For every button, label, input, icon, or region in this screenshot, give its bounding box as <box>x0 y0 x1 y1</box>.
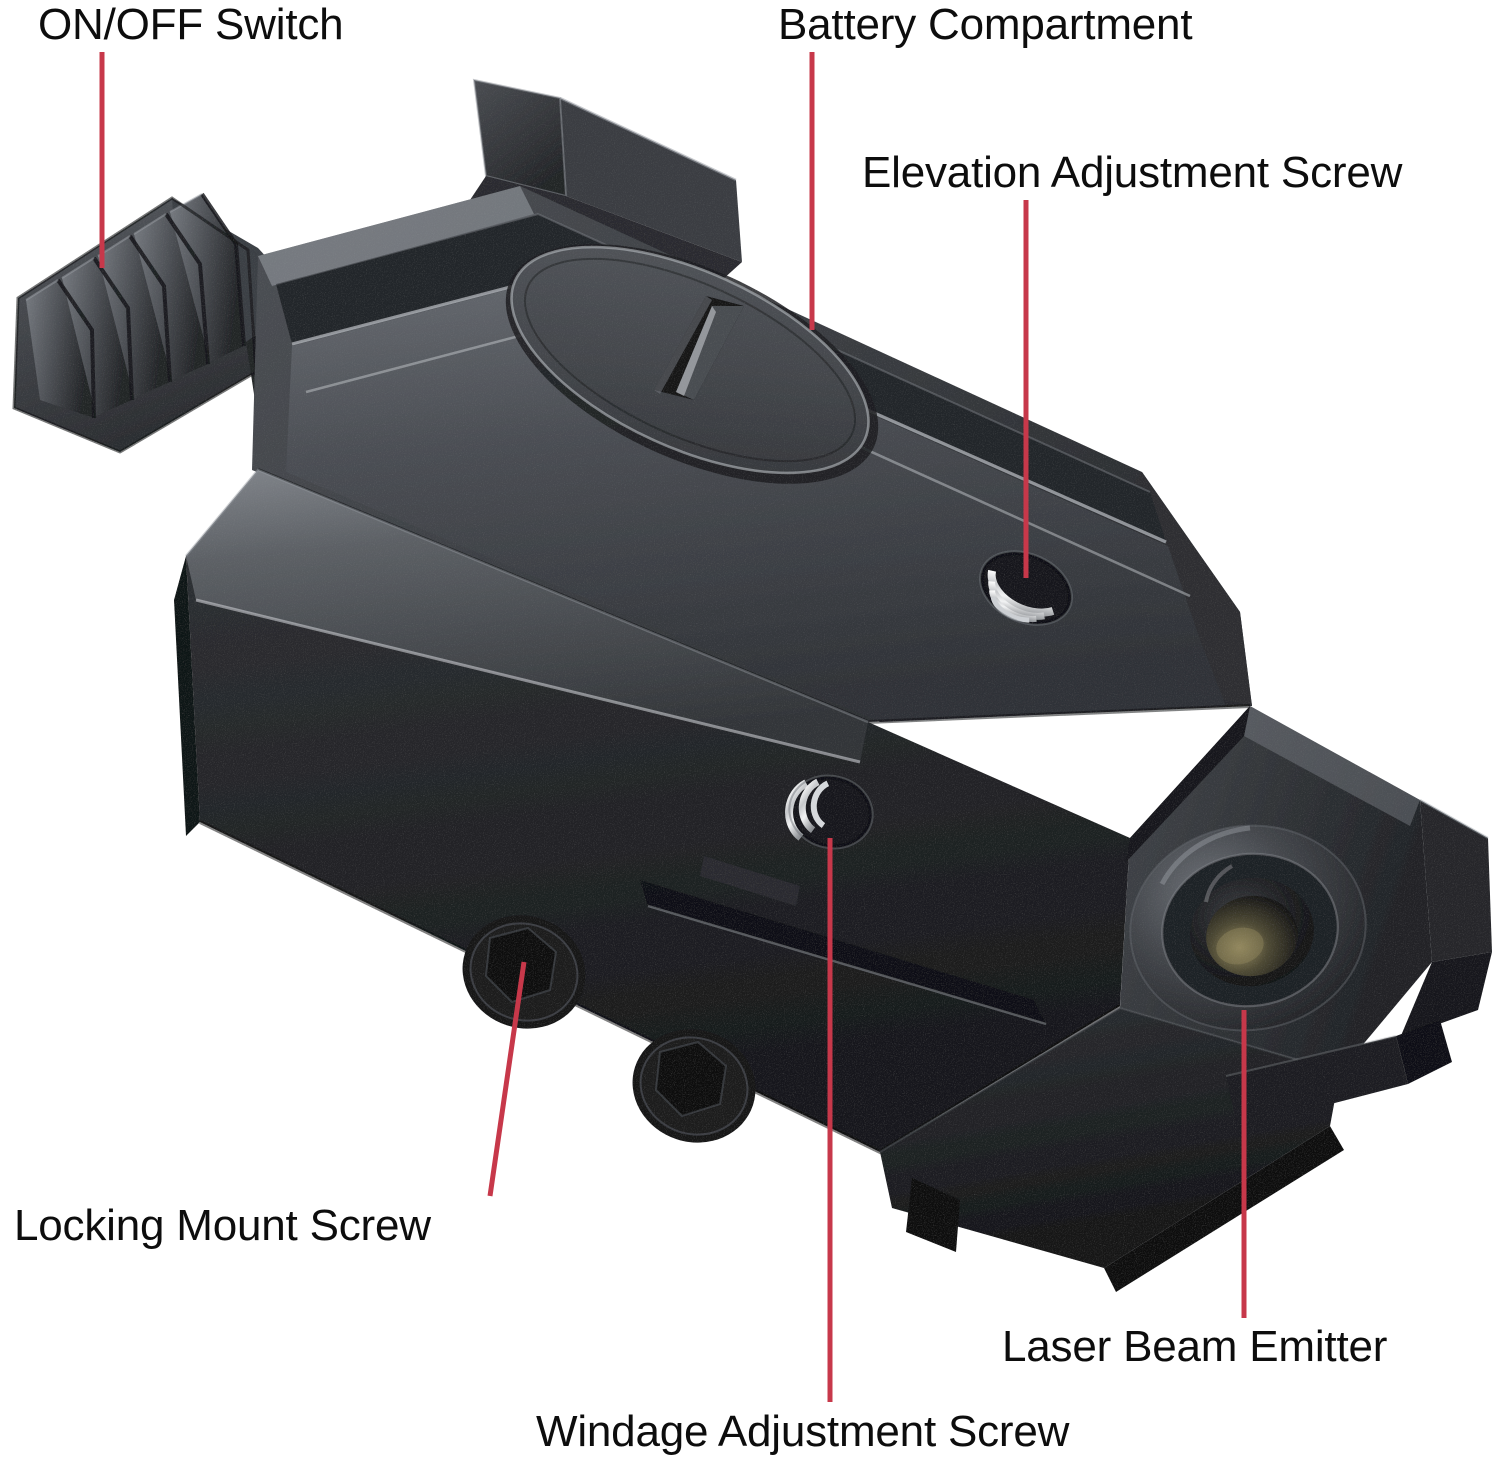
leader-lines <box>99 52 1247 1402</box>
cap-drive-slot <box>654 296 744 400</box>
laser-beam-emitter <box>1129 824 1367 1032</box>
callout-label-battery-compartment: Battery Compartment <box>778 0 1193 49</box>
callout-label-windage-adjustment-screw: Windage Adjustment Screw <box>536 1407 1070 1456</box>
leader-locking <box>487 961 527 1197</box>
switch-serrations <box>25 192 246 419</box>
callout-label-elevation-adjustment-screw: Elevation Adjustment Screw <box>862 148 1403 197</box>
laser-sight-body <box>12 78 1492 1292</box>
elevation-adjustment-screw <box>979 550 1073 626</box>
battery-compartment-cap <box>505 244 879 484</box>
hex-screw-front <box>632 1029 756 1143</box>
callout-label-laser-beam-emitter: Laser Beam Emitter <box>1002 1322 1388 1371</box>
callout-label-locking-mount-screw: Locking Mount Screw <box>14 1201 431 1250</box>
callout-label-on-off-switch: ON/OFF Switch <box>38 0 344 49</box>
windage-adjustment-screw <box>785 774 874 850</box>
elevation-threads <box>987 569 1055 623</box>
side-groove <box>640 856 1047 1026</box>
bottom-clamp-foot <box>879 1006 1452 1268</box>
rail-cross-shelf <box>1104 1126 1344 1292</box>
